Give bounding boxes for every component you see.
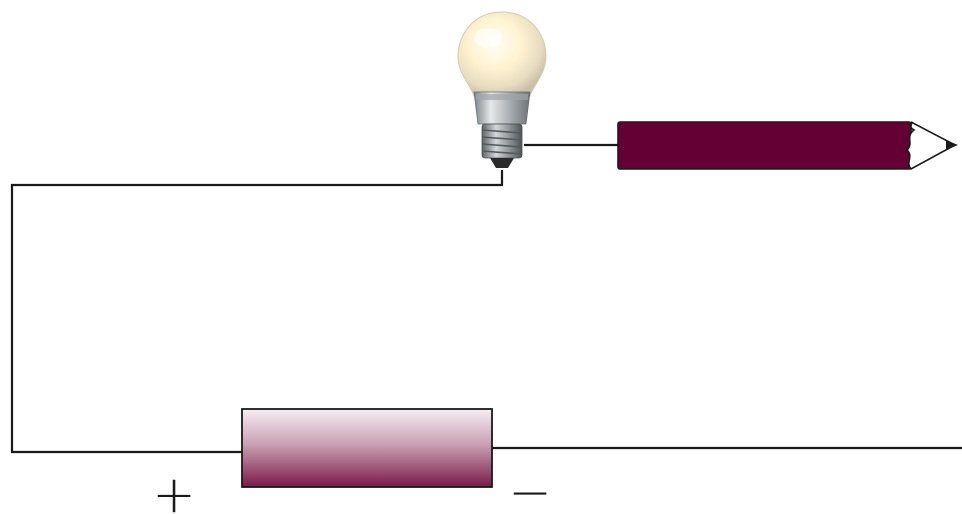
light-bulb-icon [457, 11, 547, 168]
bulb-screw [481, 123, 523, 159]
wire-bulb-to-left [10, 170, 504, 454]
bulb-glass [457, 11, 547, 97]
pencil-tip [905, 121, 957, 171]
pencil-icon [617, 121, 958, 171]
battery-icon [241, 408, 493, 488]
bulb-tip [490, 158, 514, 168]
pencil-body [617, 121, 912, 170]
pencil-lead [946, 140, 958, 150]
bulb-highlight [474, 28, 502, 48]
negative-terminal-label: − [508, 463, 552, 514]
positive-terminal-label: + [152, 465, 196, 514]
wires [10, 143, 962, 454]
